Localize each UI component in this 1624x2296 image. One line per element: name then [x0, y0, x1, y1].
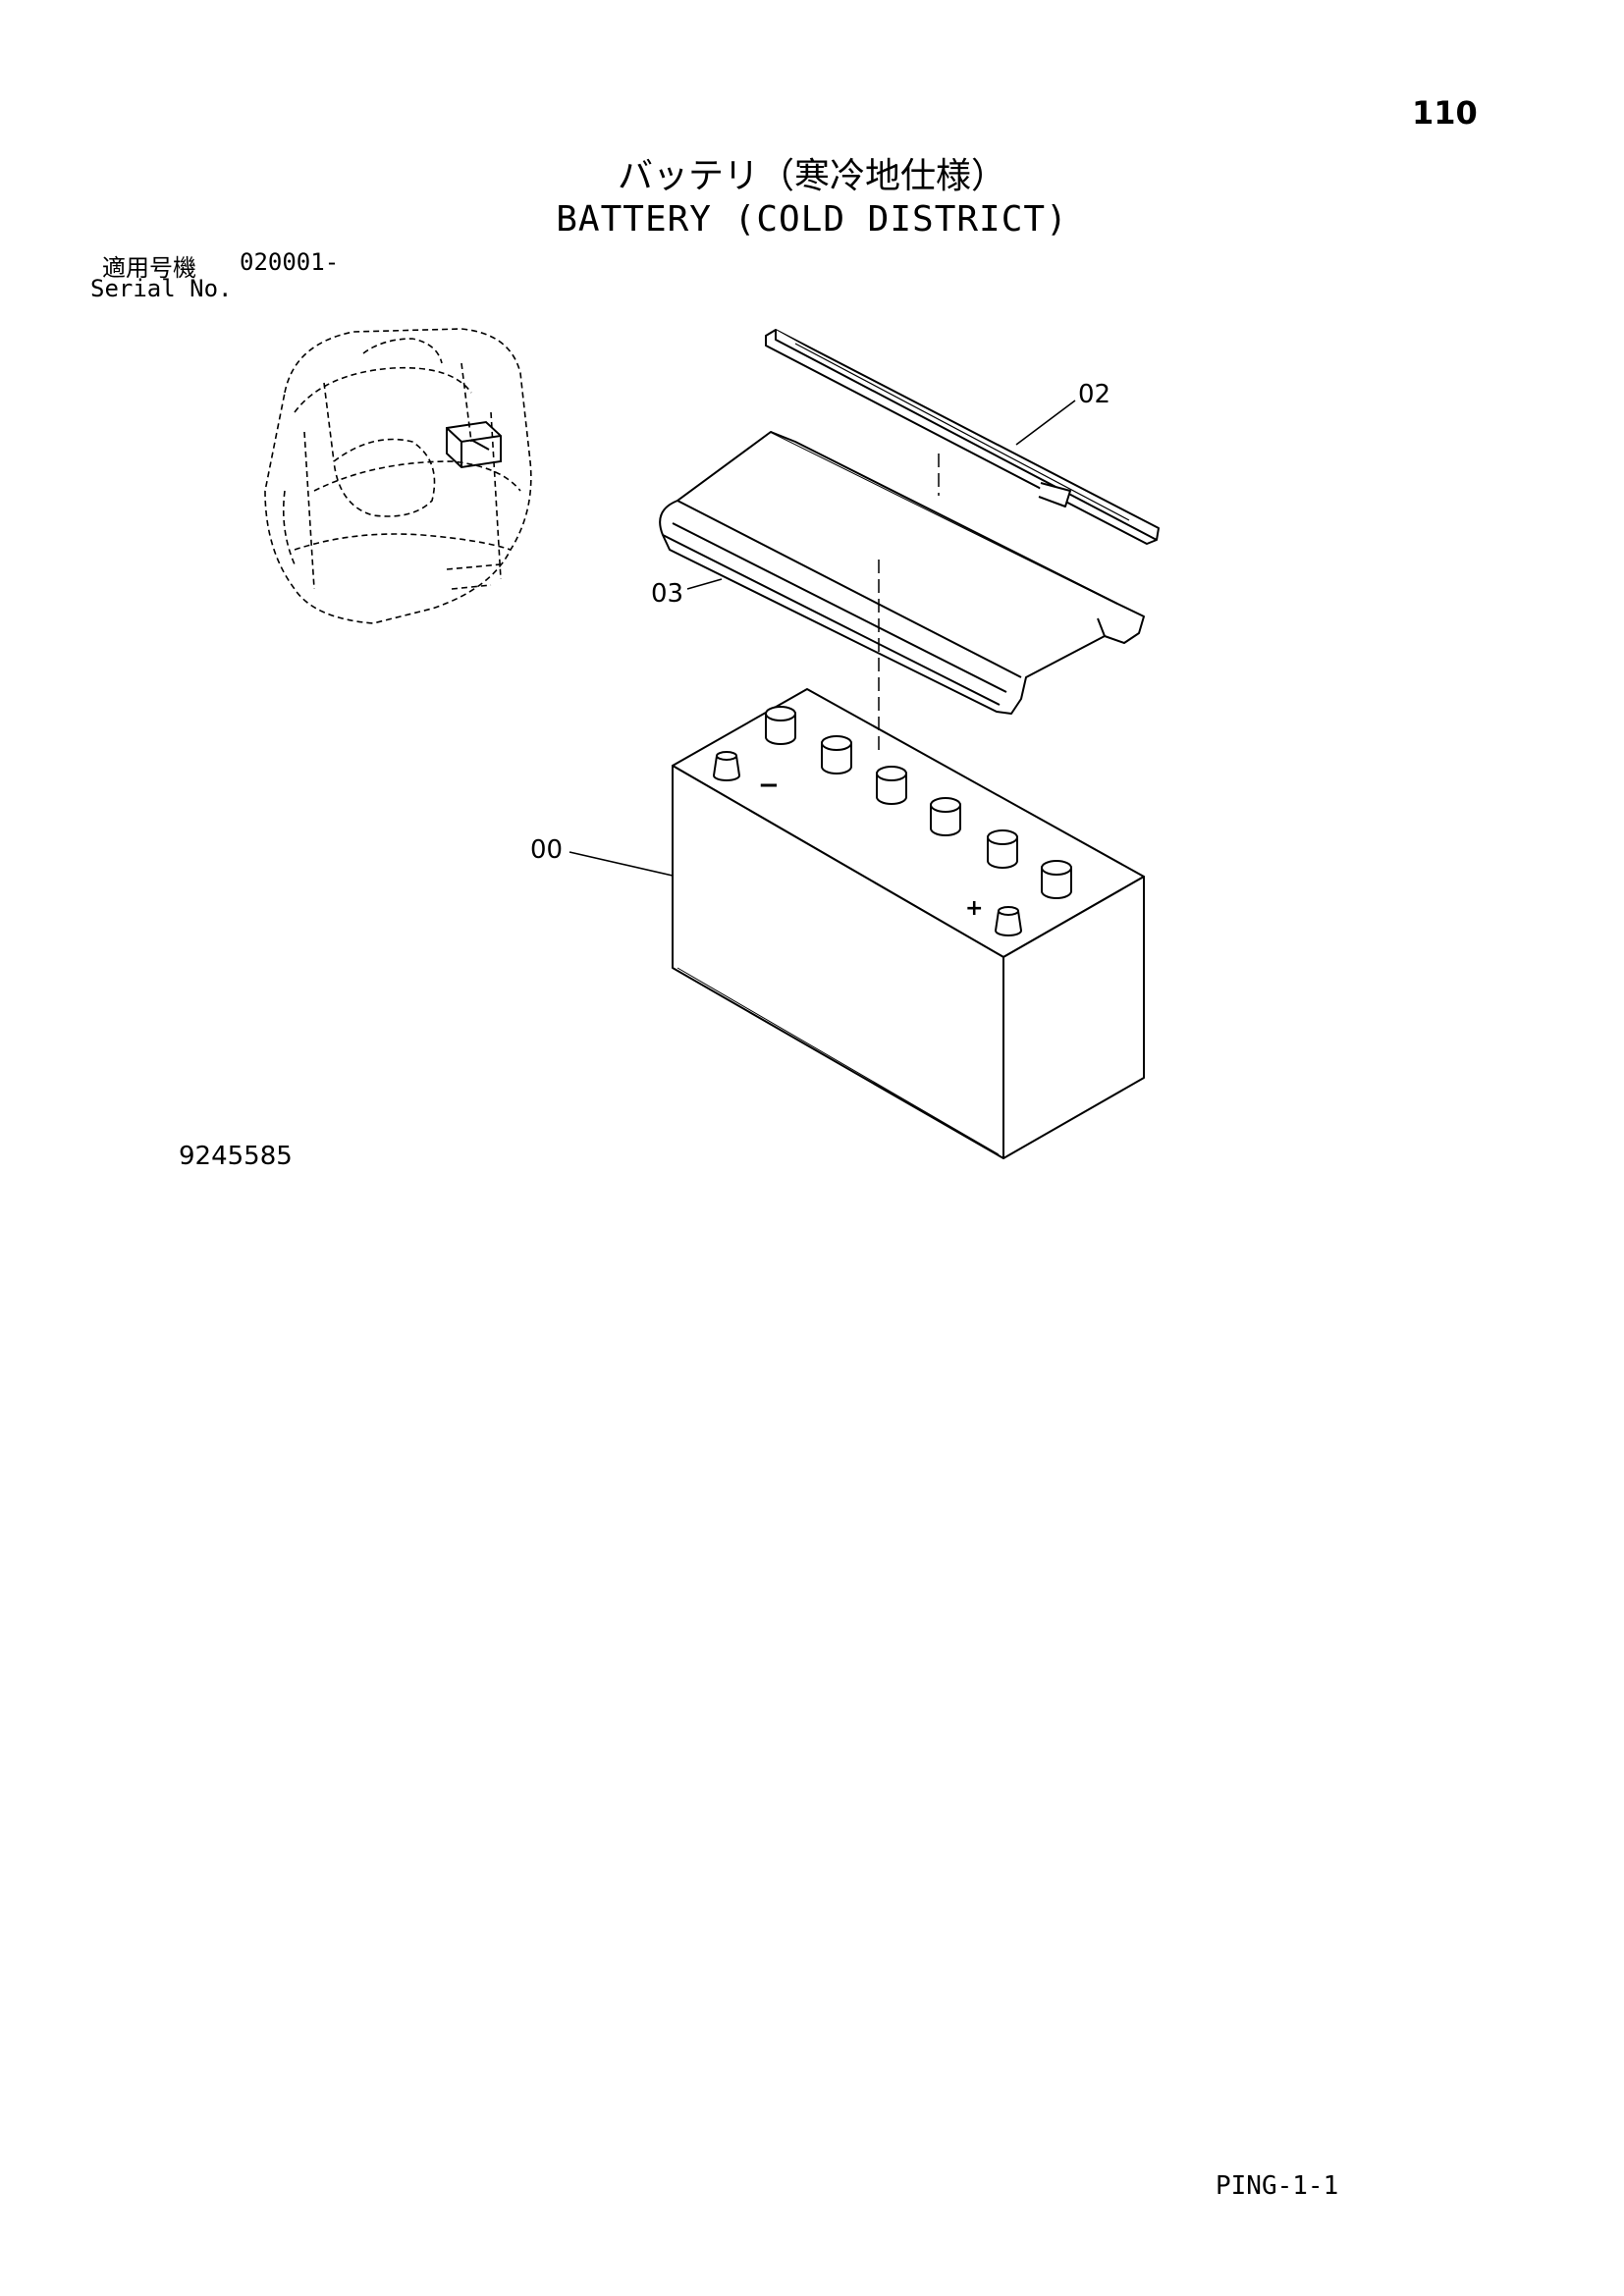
footer-code: PING-1-1 — [1216, 2171, 1339, 2201]
battery-cap — [876, 766, 907, 805]
negative-terminal — [712, 751, 741, 781]
battery-location-marker — [446, 420, 502, 469]
page-number: 110 — [1412, 94, 1478, 132]
battery-terminals — [712, 751, 1023, 936]
positive-terminal-mark: + — [965, 896, 983, 921]
battery-cap — [1041, 860, 1072, 899]
drawing-number: 9245585 — [179, 1142, 293, 1171]
battery-part — [672, 688, 1145, 1159]
callout-02: 02 — [1078, 380, 1110, 409]
serial-number-value: 020001- — [240, 248, 340, 276]
title-japanese: バッテリ（寒冷地仕様） — [617, 156, 1006, 196]
title-english: BATTERY (COLD DISTRICT) — [556, 199, 1068, 240]
battery-cap — [765, 706, 796, 745]
battery-cap — [987, 829, 1018, 869]
serial-label-japanese: 適用号機 — [102, 254, 196, 282]
serial-label-english: Serial No. — [90, 275, 233, 302]
cover-strip-part — [765, 329, 1160, 545]
callout-03: 03 — [651, 579, 683, 609]
battery-cap — [821, 735, 852, 774]
callout-leaders — [568, 400, 1076, 877]
machine-location-thumbnail — [264, 328, 532, 624]
battery-side-face — [1002, 876, 1145, 1159]
assembly-guide-lines — [878, 454, 940, 756]
callout-00: 00 — [530, 835, 563, 865]
battery-cap — [930, 797, 961, 836]
positive-terminal — [994, 906, 1023, 936]
battery-caps — [765, 706, 1072, 899]
battery-cover-part — [659, 431, 1145, 715]
negative-terminal-mark: − — [758, 771, 780, 800]
